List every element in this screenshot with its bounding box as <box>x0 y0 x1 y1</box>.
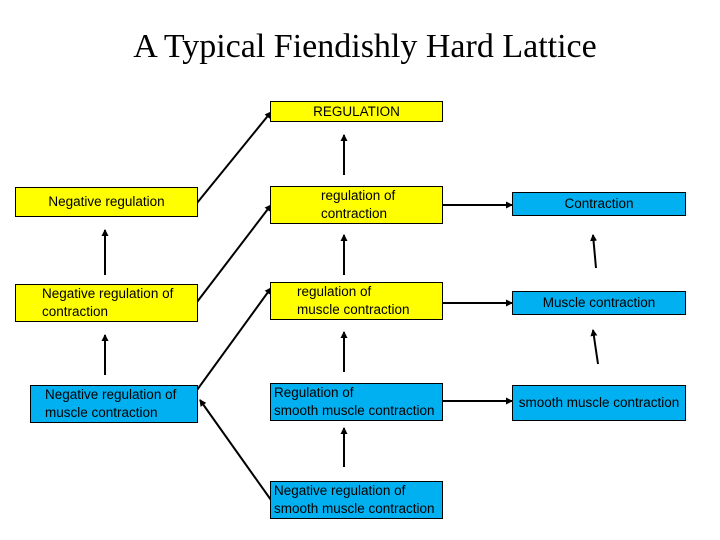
regulation-of-smooth-muscle-contraction-box: Regulation of smooth muscle contraction <box>270 383 443 421</box>
regulation-box: REGULATION <box>270 101 443 122</box>
arrow-muscle-to-contraction <box>590 234 598 269</box>
arrow-neg-reg-smooth-to-neg-reg-muscle <box>199 399 272 501</box>
negative-regulation-box: Negative regulation <box>15 187 198 217</box>
smooth-muscle-contraction-box: smooth muscle contraction <box>512 385 686 421</box>
arrow-smooth-to-muscle <box>590 329 599 365</box>
negative-regulation-of-muscle-contraction-box: Negative regulation of muscle contractio… <box>30 385 198 423</box>
diagram-title: A Typical Fiendishly Hard Lattice <box>133 28 597 65</box>
arrow-neg-reg-muscle-to-reg-muscle <box>196 287 272 391</box>
muscle-contraction-box: Muscle contraction <box>512 291 686 315</box>
contraction-box: Contraction <box>512 192 686 216</box>
negative-regulation-of-smooth-muscle-contraction-box: Negative regulation of smooth muscle con… <box>270 481 443 519</box>
negative-regulation-of-contraction-box: Negative regulation of contraction <box>15 284 198 322</box>
regulation-of-contraction-box: regulation of contraction <box>270 186 443 224</box>
arrow-neg-reg-to-regulation <box>196 111 272 204</box>
arrow-neg-reg-contraction-to-reg-contraction <box>196 204 272 303</box>
regulation-of-muscle-contraction-box: regulation of muscle contraction <box>270 282 443 320</box>
